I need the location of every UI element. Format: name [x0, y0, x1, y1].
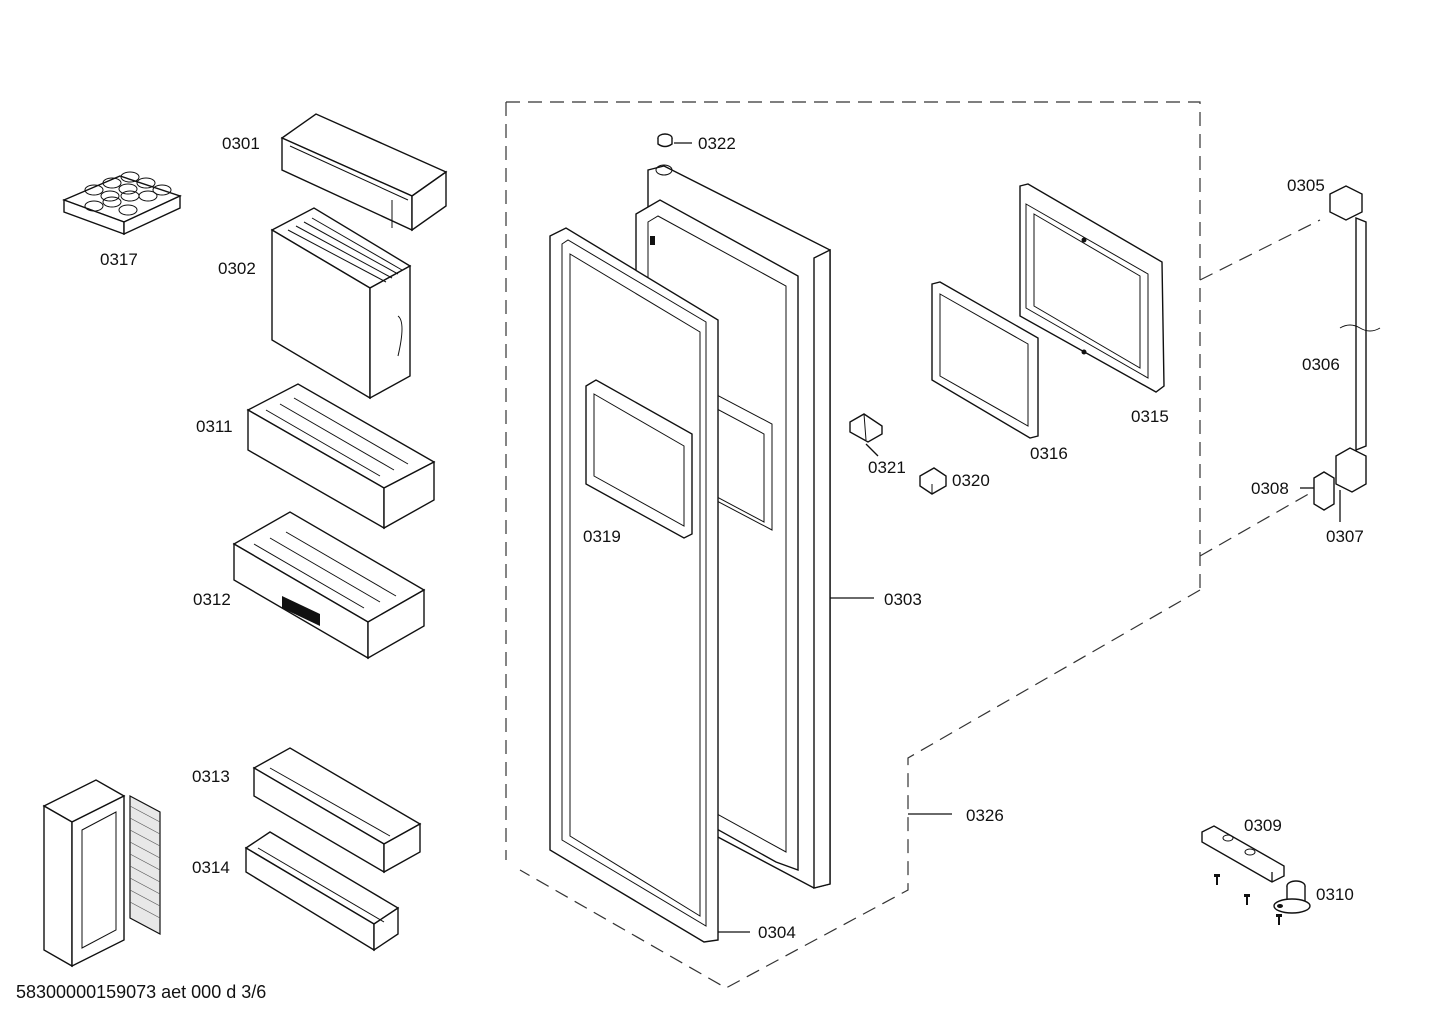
hinge-clip	[849, 413, 883, 443]
label-0311: 0311	[196, 417, 233, 436]
label-0302: 0302	[218, 259, 256, 278]
dairy-compartment	[270, 207, 412, 400]
label-0312: 0312	[193, 590, 231, 609]
label-0313: 0313	[192, 767, 230, 786]
screws	[1214, 874, 1282, 925]
label-0317: 0317	[100, 250, 138, 269]
label-0319: 0319	[583, 527, 621, 546]
handle-assembly	[1313, 185, 1381, 511]
label-0326: 0326	[966, 806, 1004, 825]
document-footer: 58300000159073 aet 000 d 3/6	[16, 982, 266, 1002]
label-0308: 0308	[1251, 479, 1289, 498]
cap	[657, 133, 673, 148]
label-0314: 0314	[192, 858, 230, 877]
leader-lines	[674, 142, 1341, 933]
label-0322: 0322	[698, 134, 736, 153]
block-part	[919, 467, 947, 495]
door-bin-with-label	[232, 511, 426, 660]
door-assembly-boundary	[505, 101, 1321, 989]
filter-housing	[42, 779, 161, 968]
label-0305: 0305	[1287, 176, 1325, 195]
bottle-rack	[244, 831, 400, 952]
covered-shelf	[280, 113, 448, 232]
hinge-bracket	[1201, 825, 1285, 883]
label-0306: 0306	[1302, 355, 1340, 374]
door-bin-small	[252, 747, 422, 874]
egg-tray	[62, 171, 182, 236]
label-0320: 0320	[952, 471, 990, 490]
display-frame	[931, 281, 1039, 439]
display-housing	[1019, 183, 1165, 393]
part-labels: 0301 0302 0303 0304 0305 0306 0307 0308 …	[100, 134, 1364, 942]
hinge-pin	[1273, 880, 1311, 914]
door-bin-large	[246, 383, 436, 530]
label-0307: 0307	[1326, 527, 1364, 546]
label-0321: 0321	[868, 458, 906, 477]
door-gasket	[549, 227, 719, 943]
label-0315: 0315	[1131, 407, 1169, 426]
label-0301: 0301	[222, 134, 260, 153]
label-0304: 0304	[758, 923, 796, 942]
label-0316: 0316	[1030, 444, 1068, 463]
label-0303: 0303	[884, 590, 922, 609]
dispenser-frame	[585, 379, 693, 539]
label-0310: 0310	[1316, 885, 1354, 904]
label-0309: 0309	[1244, 816, 1282, 835]
